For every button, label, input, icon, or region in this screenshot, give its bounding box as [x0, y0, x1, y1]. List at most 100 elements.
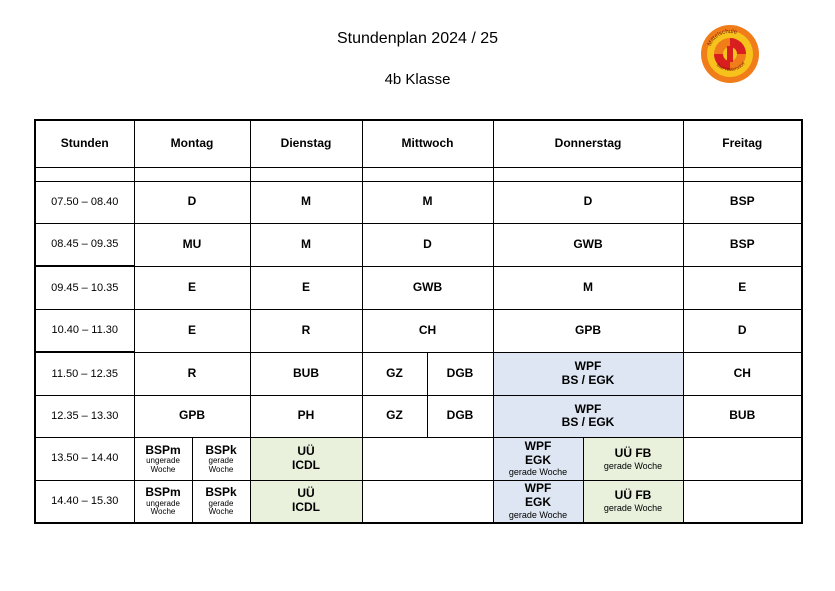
lesson-line: ICDL — [292, 457, 320, 472]
lesson-line: BS / EGK — [561, 372, 615, 387]
empty-cell — [361, 437, 494, 481]
lesson-cell: M — [492, 265, 684, 310]
table-row: 14.40 – 15.30 BSPm ungerade Woche BSPk g… — [34, 479, 803, 524]
spacer-cell — [361, 167, 494, 182]
table-row: 13.50 – 14.40 BSPm ungerade Woche BSPk g… — [34, 437, 803, 481]
time-cell: 11.50 – 12.35 — [34, 351, 135, 396]
lesson-line: UÜ — [297, 486, 315, 501]
lesson-line: UÜ FB — [614, 445, 652, 460]
lesson-cell-bspk: BSPk gerade Woche — [191, 479, 251, 524]
lesson-line: BS / EGK — [561, 415, 615, 430]
col-header-montag: Montag — [133, 119, 251, 169]
lesson-line: BSPm — [145, 442, 181, 457]
lesson-cell: GPB — [133, 394, 251, 439]
lesson-cell: BUB — [249, 351, 363, 396]
lesson-cell: D — [492, 180, 684, 225]
empty-cell — [361, 479, 494, 524]
lesson-cell: DGB — [426, 351, 494, 396]
lesson-line: WPF — [574, 401, 602, 416]
lesson-note: gerade — [208, 498, 234, 508]
lesson-cell-wpf: WPF BS / EGK — [492, 394, 684, 439]
lesson-cell: PH — [249, 394, 363, 439]
time-cell: 12.35 – 13.30 — [34, 394, 135, 439]
lesson-cell: DGB — [426, 394, 494, 439]
lesson-note: Woche — [150, 464, 176, 474]
lesson-cell-uue-fb: UÜ FB gerade Woche — [582, 437, 684, 481]
lesson-note: gerade Woche — [603, 502, 663, 513]
time-cell: 09.45 – 10.35 — [34, 265, 135, 310]
lesson-cell-bspk: BSPk gerade Woche — [191, 437, 251, 481]
lesson-cell: BUB — [682, 394, 803, 439]
lesson-cell: BSP — [682, 223, 803, 267]
lesson-cell-bspm: BSPm ungerade Woche — [133, 479, 193, 524]
lesson-note: gerade Woche — [603, 460, 663, 471]
table-row: 08.45 – 09.35 MU M D GWB BSP — [34, 223, 803, 267]
class-subtitle: 4b Klasse — [384, 71, 451, 88]
lesson-cell: GZ — [361, 351, 428, 396]
col-header-mittwoch: Mittwoch — [361, 119, 494, 169]
lesson-cell: MU — [133, 223, 251, 267]
lesson-cell: E — [682, 265, 803, 310]
table-row: 10.40 – 11.30 E R CH GPB D — [34, 308, 803, 353]
lesson-cell-wpf: WPF BS / EGK — [492, 351, 684, 396]
lesson-cell: CH — [682, 351, 803, 396]
lesson-cell-wpf-egk: WPF EGK gerade Woche — [492, 479, 584, 524]
spacer-cell — [133, 167, 251, 182]
lesson-cell: D — [133, 180, 251, 225]
lesson-cell: R — [249, 308, 363, 353]
lesson-cell: M — [249, 180, 363, 225]
lesson-note: gerade Woche — [508, 467, 568, 478]
spacer-cell — [249, 167, 363, 182]
lesson-cell: GPB — [492, 308, 684, 353]
lesson-cell-bspm: BSPm ungerade Woche — [133, 437, 193, 481]
lesson-cell-wpf-egk: WPF EGK gerade Woche — [492, 437, 584, 481]
lesson-line: BSPk — [205, 442, 237, 457]
lesson-line: BSPk — [205, 484, 237, 499]
lesson-line: EGK — [524, 452, 551, 467]
table-row: 07.50 – 08.40 D M M D BSP — [34, 180, 803, 225]
lesson-line: ICDL — [292, 500, 320, 515]
lesson-cell: GWB — [361, 265, 494, 310]
lesson-note: Woche — [150, 507, 176, 517]
lesson-note: ungerade — [146, 456, 180, 466]
table-row: 09.45 – 10.35 E E GWB M E — [34, 265, 803, 310]
lesson-note: gerade — [208, 456, 234, 466]
lesson-cell: GZ — [361, 394, 428, 439]
lesson-note: ungerade — [146, 498, 180, 508]
lesson-cell: E — [133, 265, 251, 310]
time-cell: 10.40 – 11.30 — [34, 308, 135, 353]
lesson-line: WPF — [524, 438, 552, 453]
spacer-cell — [682, 167, 803, 182]
lesson-cell-uue-fb: UÜ FB gerade Woche — [582, 479, 684, 524]
col-header-freitag: Freitag — [682, 119, 803, 169]
lesson-line: UÜ — [297, 444, 315, 458]
lesson-cell: M — [361, 180, 494, 225]
spacer-cell — [492, 167, 684, 182]
lesson-line: UÜ FB — [614, 488, 652, 503]
page-title: Stundenplan 2024 / 25 — [336, 30, 499, 47]
lesson-line: WPF — [574, 358, 602, 373]
time-cell: 13.50 – 14.40 — [34, 437, 135, 481]
lesson-note: Woche — [208, 507, 234, 517]
lesson-cell: CH — [361, 308, 494, 353]
lesson-line: BSPm — [145, 484, 181, 499]
col-header-stunden: Stunden — [34, 119, 135, 169]
spacer-cell — [34, 167, 135, 182]
lesson-cell: D — [361, 223, 494, 267]
lesson-cell: D — [682, 308, 803, 353]
lesson-cell: M — [249, 223, 363, 267]
time-cell: 14.40 – 15.30 — [34, 479, 135, 524]
lesson-cell: E — [249, 265, 363, 310]
lesson-cell-uue: UÜ ICDL — [249, 479, 363, 524]
lesson-cell-uue: UÜ ICDL — [249, 437, 363, 481]
col-header-dienstag: Dienstag — [249, 119, 363, 169]
school-logo: Mittelschule Bad Waltersdorf — [701, 25, 759, 83]
time-cell: 08.45 – 09.35 — [34, 223, 135, 267]
lesson-cell: BSP — [682, 180, 803, 225]
lesson-cell: GWB — [492, 223, 684, 267]
lesson-note: gerade Woche — [508, 509, 568, 520]
lesson-cell: R — [133, 351, 251, 396]
lesson-note: Woche — [208, 464, 234, 474]
table-row: 12.35 – 13.30 GPB PH GZ DGB WPF BS / EGK… — [34, 394, 803, 439]
lesson-line: EGK — [524, 495, 551, 510]
